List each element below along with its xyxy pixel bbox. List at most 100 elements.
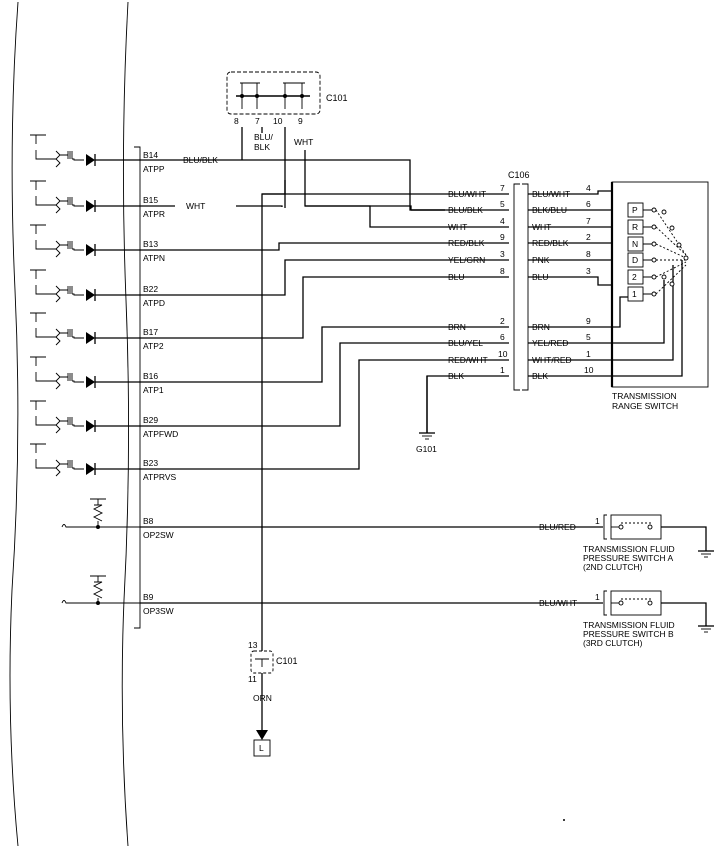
c101-bottom-pin: 11 xyxy=(248,674,257,684)
wire-c106-in xyxy=(140,359,509,470)
c106-right-wire: BLU xyxy=(532,272,549,282)
c101-bottom-label: C101 xyxy=(276,656,298,666)
c106-right-pin: 3 xyxy=(586,266,591,276)
psw-a-label: TRANSMISSION FLUID xyxy=(583,544,675,554)
c106-left-pin: 1 xyxy=(500,365,505,375)
ecm-input-row xyxy=(61,498,140,529)
c106-right-pin: 8 xyxy=(586,249,591,259)
ecm-pin-label-group: B14 ATPP B15 ATPR B13 ATPN B22 ATPD B17 … xyxy=(143,150,178,616)
ecm-pin: B9 xyxy=(143,592,154,602)
ecm-pin: B22 xyxy=(143,284,158,294)
ground-g101: G101 xyxy=(416,376,437,454)
wire-b15-label: WHT xyxy=(186,201,205,211)
ecm-pin-name: ATPN xyxy=(143,253,165,263)
c101-bottom-connector: C101 13 11 ORN L xyxy=(248,640,298,757)
wire-c106-out xyxy=(528,276,612,286)
wire-c106-in xyxy=(140,276,509,339)
ecm-pin-name: ATPD xyxy=(143,298,165,308)
wire-c106-out xyxy=(528,280,665,344)
c101-pin: 8 xyxy=(234,116,239,126)
c106-left-pin: 6 xyxy=(500,332,505,342)
c101-pin: 10 xyxy=(273,116,283,126)
c106-left-wire: YEL/GRN xyxy=(448,255,485,265)
trs-position: 1 xyxy=(632,289,637,299)
wire-c106-in xyxy=(140,326,509,383)
c106-right-wire: BLU/WHT xyxy=(532,189,570,199)
c106-right-wire: YEL/RED xyxy=(532,338,568,348)
wire-c106-in xyxy=(305,205,509,228)
c106-left-pin: 3 xyxy=(500,249,505,259)
c106-right-pin: 7 xyxy=(586,216,591,226)
trs-position: 2 xyxy=(632,272,637,282)
c101-bottom-pin: 13 xyxy=(248,640,258,650)
ecm-pin: B23 xyxy=(143,458,158,468)
wire-c106-out xyxy=(528,190,612,195)
psw-b-label: TRANSMISSION FLUID xyxy=(583,620,675,630)
c106-right-pin: 2 xyxy=(586,232,591,242)
psw-b-wire: BLU/WHT xyxy=(539,598,577,608)
psw-a-pin: 1 xyxy=(595,516,600,526)
ecm-pin: B13 xyxy=(143,239,158,249)
ground-label: G101 xyxy=(416,444,437,454)
c106-left-wire: BLU/WHT xyxy=(448,189,486,199)
ecm-driver-row xyxy=(30,356,140,390)
trs-label: RANGE SWITCH xyxy=(612,401,678,411)
wire-c106-in xyxy=(140,342,509,427)
ecm-input-row xyxy=(61,575,140,605)
trs-position: D xyxy=(632,255,638,265)
c101-pin: 9 xyxy=(298,116,303,126)
c106-left-wire: BLU/YEL xyxy=(448,338,483,348)
c106-right-pin: 4 xyxy=(586,183,591,193)
c106-right-wire: RED/BLK xyxy=(532,238,569,248)
c106-right-wire: BRN xyxy=(532,322,550,332)
ecm-pin-name: ATPP xyxy=(143,164,165,174)
wire-c101-pin9 xyxy=(304,150,445,211)
c106-left-wire: BLK xyxy=(448,371,464,381)
psw-b-label: PRESSURE SWITCH B xyxy=(583,629,674,639)
c106-left-pin: 9 xyxy=(500,232,505,242)
psw-a-label: PRESSURE SWITCH A xyxy=(583,553,674,563)
ecm-driver-row xyxy=(30,269,140,303)
ecm-pin: B15 xyxy=(143,195,158,205)
c106-left-wire: WHT xyxy=(448,222,467,232)
page-speck xyxy=(563,819,565,821)
c101-wire-label: WHT xyxy=(294,137,313,147)
c106-left-labels: BLU/WHT 7 BLU/BLK 5 WHT 4 RED/BLK 9 YEL/… xyxy=(448,183,508,381)
c101-bottom-wire: ORN xyxy=(253,693,272,703)
transmission-range-switch: P R N D 2 1 TRANSMISSION RANGE SWITCH xyxy=(610,181,709,411)
ecm-pin: B16 xyxy=(143,371,158,381)
c106-right-pin: 9 xyxy=(586,316,591,326)
trs-position: P xyxy=(632,205,638,215)
ecm-pin: B14 xyxy=(143,150,158,160)
c106-right-wire: PNK xyxy=(532,255,550,265)
wire-c106-out xyxy=(528,296,628,328)
c106-right-wire: BLK/BLU xyxy=(532,205,567,215)
c106-left-pin: 10 xyxy=(498,349,508,359)
wire-b14-label: BLU/BLK xyxy=(183,155,218,165)
ecm-body-right-edge xyxy=(121,1,130,847)
c106-left-pin: 5 xyxy=(500,199,505,209)
ecm-driver-row xyxy=(30,443,140,477)
c106-right-wire: BLK xyxy=(532,371,548,381)
wire-c106-out xyxy=(528,265,674,361)
c106-label: C106 xyxy=(508,170,530,180)
ecm-pin-name: OP2SW xyxy=(143,530,174,540)
trs-label: TRANSMISSION xyxy=(612,391,677,401)
terminal-label: L xyxy=(259,743,264,753)
ecm-pin-name: ATPR xyxy=(143,209,165,219)
psw-b-pin: 1 xyxy=(595,592,600,602)
c106-left-pin: 4 xyxy=(500,216,505,226)
c106-right-pin: 10 xyxy=(584,365,594,375)
c106-right-wire: WHT xyxy=(532,222,551,232)
ecm-driver-row xyxy=(30,312,140,346)
c106-right-labels: BLU/WHT 4 BLK/BLU 6 WHT 7 RED/BLK 2 PNK … xyxy=(532,183,594,381)
c106-left-pin: 2 xyxy=(500,316,505,326)
pressure-switch-b: BLU/WHT 1 TRANSMISSION FLUID PRESSURE SW… xyxy=(140,590,714,648)
ecm-connector-bracket xyxy=(134,146,141,629)
wire-c106-in xyxy=(140,259,509,296)
ecm-pin: B17 xyxy=(143,327,158,337)
c106-connector: C106 xyxy=(508,170,530,391)
ecm-pin: B29 xyxy=(143,415,158,425)
wire-c106-out xyxy=(528,260,683,377)
ecm-pin-name: ATPFWD xyxy=(143,429,178,439)
